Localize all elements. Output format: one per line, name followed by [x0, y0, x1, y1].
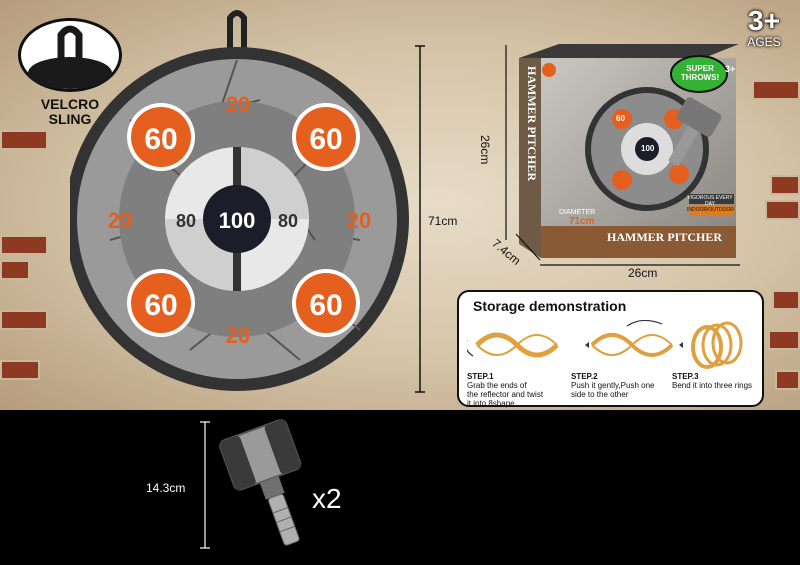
storage-title: Storage demonstration	[473, 298, 627, 314]
package-box: HAMMER PITCHER SUPER THROWS! 3+ DIAMETER…	[519, 44, 739, 259]
box-target-center: 100	[641, 144, 655, 153]
arrow-right-icon	[679, 342, 683, 348]
step1-text-a: Grab the ends of	[467, 381, 527, 390]
step3-text-a: Bend it into three rings	[672, 381, 753, 390]
rotate-arrow-icon	[467, 340, 474, 357]
hammer-quantity: x2	[312, 483, 342, 514]
box-diameter-value: 71cm	[569, 216, 595, 227]
velcro-label-line1: VELCRO	[40, 96, 100, 112]
box-width-label: 26cm	[628, 266, 658, 280]
velcro-sling-inset	[18, 18, 122, 92]
score-60-bottom-right: 60	[309, 289, 342, 322]
box-diameter-label: DIAMETER	[559, 209, 596, 216]
box-tag-vigorous: VIGOROUS EVERY DAY	[687, 195, 733, 207]
box-width-dimension-line	[540, 264, 740, 266]
score-60-top-left: 60	[144, 123, 177, 156]
step3-title: STEP.3	[672, 372, 699, 381]
package-illustration	[519, 44, 739, 258]
bottom-panel	[0, 410, 800, 565]
score-80-right: 80	[278, 211, 298, 231]
score-80-left: 80	[176, 211, 196, 231]
brick	[770, 175, 800, 195]
sixty-zones	[127, 103, 360, 337]
box-target-sixty: 60	[616, 114, 625, 123]
box-depth-dimension-line	[515, 233, 541, 261]
box-front-title: HAMMER PITCHER	[607, 230, 722, 244]
storage-step-2: STEP.2 Push it gently,Push one side to t…	[571, 372, 654, 399]
board-height-label: 71cm	[428, 214, 458, 228]
score-20-right: 20	[347, 208, 371, 233]
curved-arrow-icon	[626, 320, 663, 327]
score-100: 100	[219, 208, 256, 233]
brick	[772, 290, 800, 310]
brick	[0, 310, 48, 330]
arrow-right-icon	[585, 342, 589, 348]
box-tag-indoor: INDOOR/OUTDOOR	[687, 207, 734, 213]
box-badge: SUPER THROWS!	[680, 64, 720, 82]
hammer-height-label: 14.3cm	[146, 481, 186, 495]
score-60-bottom-left: 60	[144, 289, 177, 322]
bullseye	[203, 185, 271, 253]
age-label: AGES	[747, 35, 781, 49]
storage-step-3: STEP.3 Bend it into three rings	[672, 372, 752, 390]
hammer-height-dimension-line	[200, 421, 210, 549]
score-20-top: 20	[226, 92, 250, 117]
storage-step-1: STEP.1 Grab the ends of the reflector an…	[467, 372, 543, 408]
storage-diagram	[467, 320, 743, 369]
foam-hammer	[219, 419, 302, 546]
velcro-label-line2: SLING	[48, 111, 92, 127]
box-age: 3+	[725, 64, 736, 74]
score-60-top-right: 60	[309, 123, 342, 156]
velcro-sling-label: VELCRO SLING	[20, 97, 120, 127]
age-number: 3+	[748, 5, 780, 36]
step2-text-b: side to the other	[571, 390, 629, 399]
step1-text-c: it into 8shape	[467, 399, 515, 408]
brick	[0, 360, 40, 380]
step2-title: STEP.2	[571, 372, 598, 381]
box-height-label: 26cm	[478, 135, 492, 165]
box-height-dimension-line	[505, 45, 507, 240]
brick	[765, 200, 800, 220]
storage-panel: Storage demonstration STEP.1 Grab the en…	[457, 290, 764, 408]
score-20-left: 20	[108, 208, 132, 233]
hanging-loop	[227, 10, 247, 50]
step1-title: STEP.1	[467, 372, 494, 381]
age-badge: 3+ AGES	[736, 5, 792, 49]
step2-text-a: Push it gently,Push one	[571, 381, 655, 390]
brick	[0, 235, 48, 255]
score-20-bottom: 20	[226, 323, 250, 348]
board-height-dimension-line	[415, 45, 425, 393]
box-side-title: HAMMER PITCHER	[525, 66, 539, 181]
brick	[775, 370, 800, 390]
brick	[752, 80, 800, 100]
brick	[768, 330, 800, 350]
brick	[0, 260, 30, 280]
strap-icon	[28, 25, 112, 89]
brick	[0, 130, 48, 150]
dartboard: 100 80 80 60 60 60 60 20 20 20 20	[70, 10, 409, 391]
step1-text-b: the reflector and twist	[467, 390, 544, 399]
